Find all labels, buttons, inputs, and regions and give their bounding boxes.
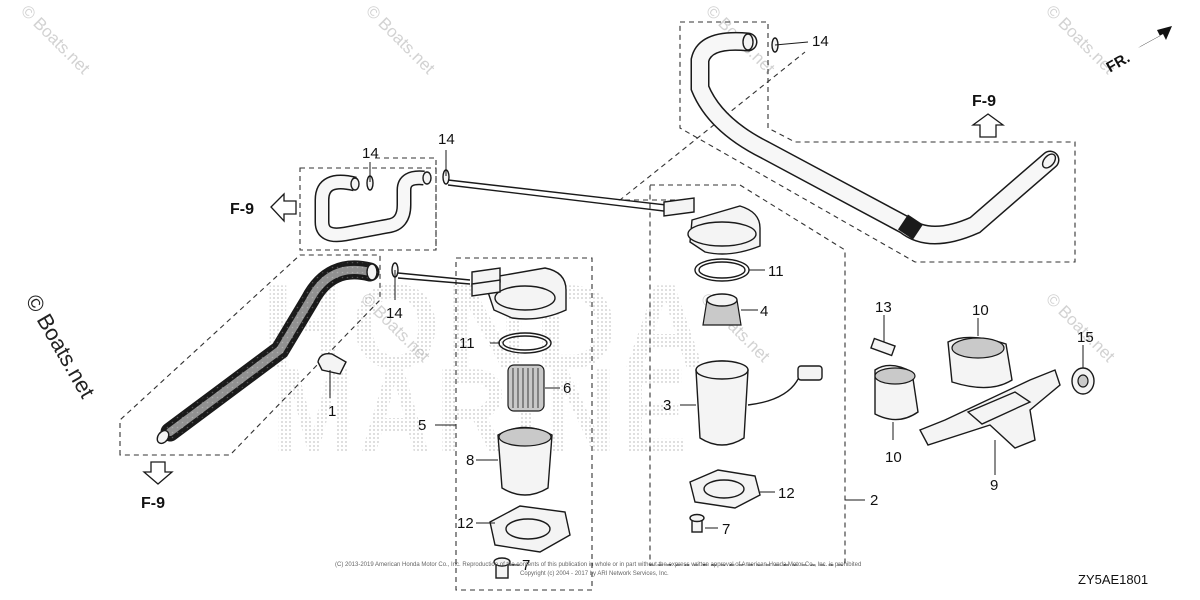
callout: 11 — [459, 335, 475, 352]
callout: 14 — [386, 305, 403, 322]
bracket-assembly — [870, 336, 1095, 449]
callout: 7 — [722, 521, 730, 538]
side-watermark: © Boats.net — [21, 290, 100, 402]
callout: 14 — [362, 145, 379, 162]
callout: 5 — [418, 417, 426, 434]
callout: 13 — [875, 299, 892, 316]
callout: 6 — [563, 380, 571, 397]
callouts: 1 2 3 4 5 6 7 7 8 9 10 10 11 11 12 12 13… — [328, 33, 1094, 574]
callout: 15 — [1077, 329, 1094, 346]
callout: 11 — [768, 263, 784, 280]
callout: 1 — [328, 403, 336, 420]
callout: 3 — [663, 397, 671, 414]
callout: 2 — [870, 492, 878, 509]
hose-clip — [317, 352, 347, 375]
fuel-hose-lower-left — [156, 260, 380, 445]
up-arrow-icon — [971, 113, 1005, 138]
left-arrow-icon — [270, 192, 297, 223]
callout: 7 — [522, 557, 530, 574]
reference-label: F-9 — [141, 495, 165, 512]
watermark: © Boats.net — [1042, 289, 1119, 366]
filter-assembly-middle — [471, 267, 571, 579]
callout: 10 — [972, 302, 989, 319]
front-direction-indicator: FR. — [1104, 26, 1172, 76]
copyright-line-2: Copyright (c) 2004 - 2017 by ARI Network… — [520, 571, 669, 577]
filter-assembly-right — [663, 197, 823, 533]
down-arrow-icon — [142, 461, 174, 485]
fuel-hose-upper-left — [314, 170, 432, 243]
callout: 8 — [466, 452, 474, 469]
callout: 12 — [778, 485, 795, 502]
reference-arrows — [142, 113, 1005, 485]
front-arrow-icon — [1138, 26, 1172, 48]
callout: 14 — [812, 33, 829, 50]
copyright-line-1: (C) 2013-2019 American Honda Motor Co., … — [335, 562, 861, 568]
callout: 10 — [885, 449, 902, 466]
watermark: © Boats.net — [362, 1, 439, 78]
watermark: © Boats.net — [17, 1, 94, 78]
diagram-code: ZY5AE1801 — [1078, 572, 1148, 587]
reference-labels: F-9 F-9 F-9 — [141, 93, 996, 512]
reference-label: F-9 — [972, 93, 996, 110]
fuel-hose-upper-right — [690, 31, 1060, 245]
reference-label: F-9 — [230, 201, 254, 218]
callout: 4 — [760, 303, 768, 320]
fuel-lines — [397, 179, 676, 285]
callout: 12 — [457, 515, 474, 532]
leader-lines — [329, 41, 1084, 566]
callout: 9 — [990, 477, 998, 494]
callout: 14 — [438, 131, 455, 148]
